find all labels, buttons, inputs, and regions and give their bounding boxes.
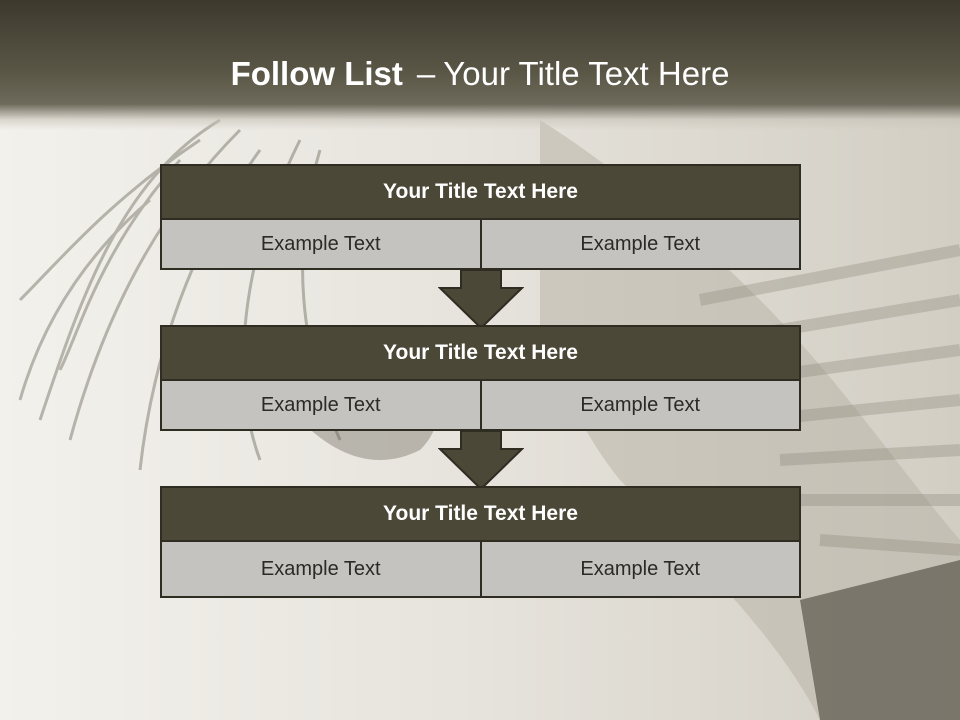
step-2-left-text: Example Text	[162, 381, 480, 429]
step-3-row: Example Text Example Text	[160, 542, 801, 598]
step-box-2: Your Title Text Here Example Text Exampl…	[160, 325, 801, 431]
step-3-left-text: Example Text	[162, 542, 480, 596]
slide-title: Follow List–Your Title Text Here	[0, 55, 960, 93]
step-2-title: Your Title Text Here	[160, 325, 801, 381]
step-3-right-text: Example Text	[479, 542, 799, 596]
step-1-right-text: Example Text	[479, 220, 799, 268]
title-bar	[0, 0, 960, 130]
step-2-right-text: Example Text	[479, 381, 799, 429]
down-arrow-icon	[438, 270, 524, 330]
down-arrow-icon	[438, 431, 524, 491]
step-3-title: Your Title Text Here	[160, 486, 801, 542]
step-2-row: Example Text Example Text	[160, 381, 801, 431]
step-box-1: Your Title Text Here Example Text Exampl…	[160, 164, 801, 270]
step-1-title: Your Title Text Here	[160, 164, 801, 220]
slide-title-rest: Your Title Text Here	[443, 55, 730, 92]
step-1-left-text: Example Text	[162, 220, 480, 268]
step-1-row: Example Text Example Text	[160, 220, 801, 270]
slide-title-bold: Follow List	[230, 55, 403, 92]
slide-title-separator: –	[416, 55, 436, 92]
step-box-3: Your Title Text Here Example Text Exampl…	[160, 486, 801, 598]
